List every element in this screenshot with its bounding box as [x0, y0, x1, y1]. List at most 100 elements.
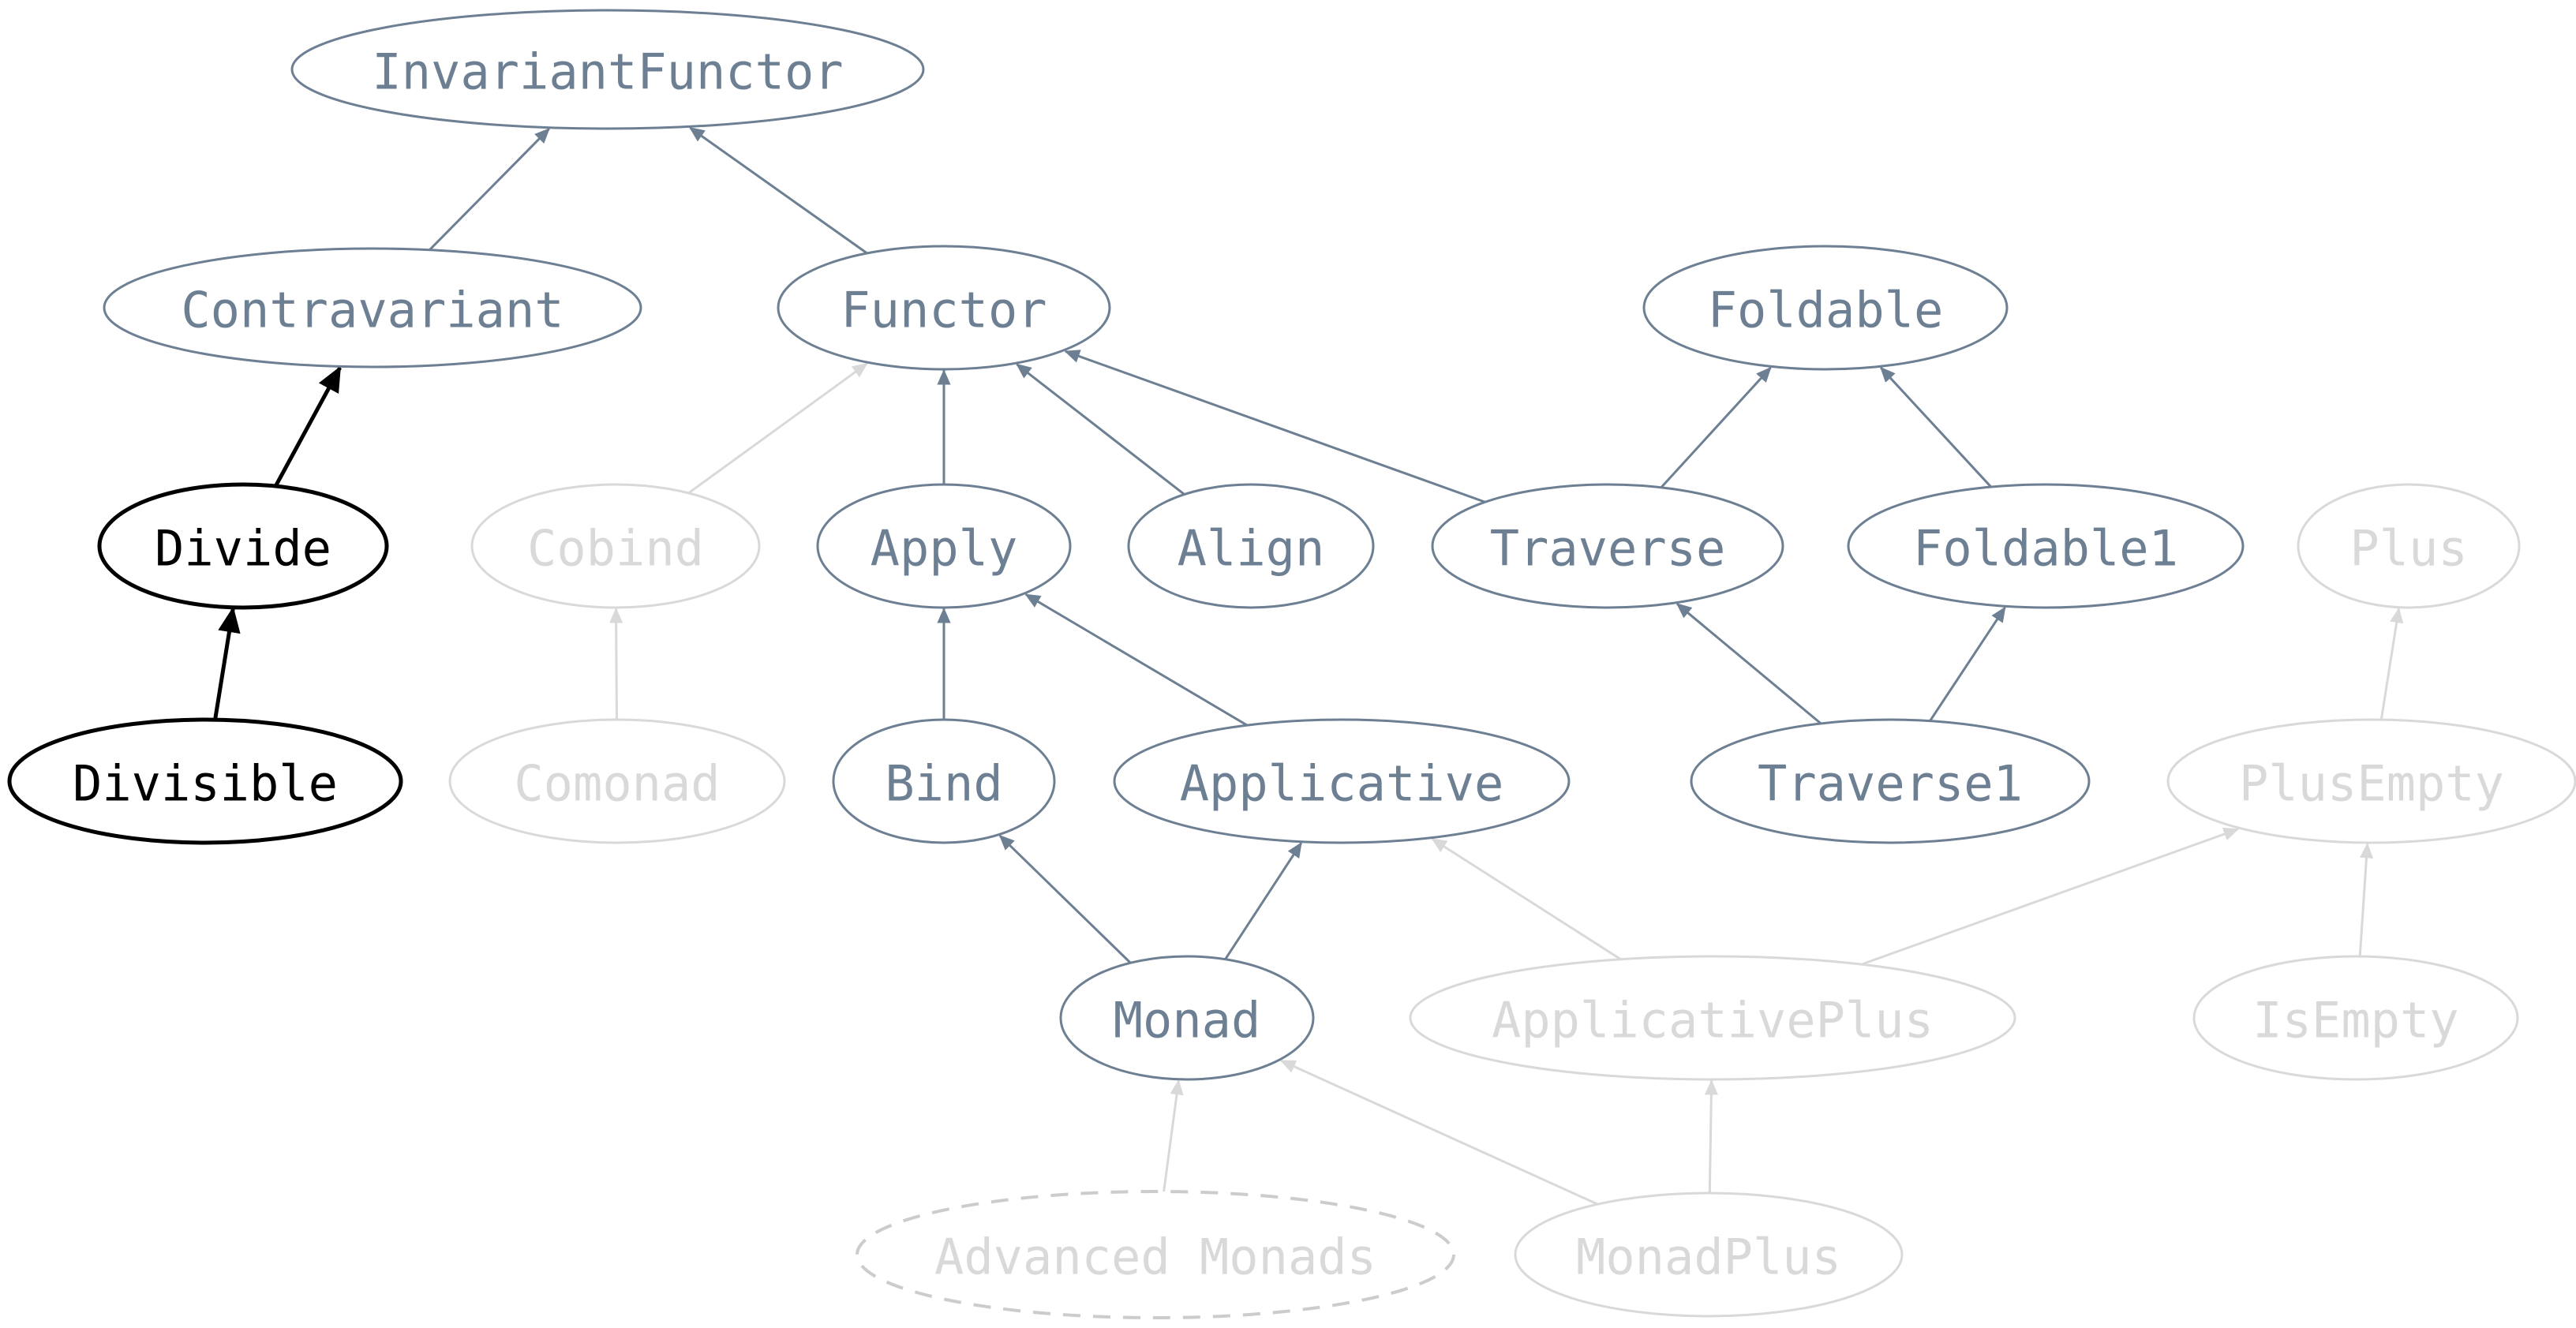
edge-arrow-icon — [213, 606, 241, 720]
node-label: Functor — [841, 282, 1046, 339]
edge-arrow-icon — [429, 128, 550, 251]
node-outline — [448, 718, 786, 844]
node-label: MonadPlus — [1576, 1229, 1841, 1286]
node-apply[interactable]: Apply — [816, 483, 1072, 609]
node-label: Contravariant — [181, 282, 564, 339]
edge-traverse-to-foldable — [1660, 366, 1772, 488]
node-label: InvariantFunctor — [372, 43, 843, 101]
edge-functor-to-invariantfunctor — [689, 126, 868, 255]
node-divide[interactable]: Divide — [97, 482, 389, 610]
edge-arrow-icon — [1929, 606, 2006, 722]
edge-arrow-icon — [687, 362, 868, 495]
edge-monad-to-bind — [998, 834, 1132, 964]
edge-arrow-icon — [1064, 350, 1486, 503]
edge-arrow-icon — [1224, 842, 1303, 960]
edge-arrow-icon — [1880, 366, 1992, 488]
node-label: Traverse1 — [1758, 755, 2023, 813]
node-outline — [1127, 483, 1375, 609]
edge-layer — [213, 126, 2404, 1206]
node-functor[interactable]: Functor — [777, 245, 1111, 371]
node-monad[interactable]: Monad — [1059, 955, 1315, 1081]
node-outline — [1690, 718, 2091, 844]
edge-arrow-icon — [998, 834, 1132, 964]
node-outline — [1409, 955, 2016, 1081]
node-label: Plus — [2349, 520, 2467, 578]
node-outline — [1059, 955, 1315, 1081]
node-label: Cobind — [527, 520, 704, 578]
node-label: Align — [1178, 520, 1325, 578]
edge-monad-to-applicative — [1224, 842, 1303, 960]
edge-arrow-icon — [609, 607, 623, 720]
node-outline — [1642, 245, 2009, 371]
node-outline — [103, 247, 642, 368]
edge-arrow-icon — [1676, 603, 1822, 725]
node-plusempty[interactable]: PlusEmpty — [2166, 718, 2576, 844]
edge-arrow-icon — [1280, 1059, 1598, 1206]
node-label: Foldable — [1708, 282, 1944, 339]
node-traverse[interactable]: Traverse — [1431, 483, 1784, 609]
node-outline — [777, 245, 1111, 371]
node-label: Traverse — [1490, 520, 1726, 578]
node-divisible[interactable]: Divisible — [7, 717, 403, 845]
node-outline — [816, 483, 1072, 609]
node-isempty[interactable]: IsEmpty — [2192, 955, 2519, 1081]
node-outline — [832, 718, 1056, 844]
node-applicativeplus[interactable]: ApplicativePlus — [1409, 955, 2016, 1081]
node-label: Monad — [1114, 992, 1261, 1049]
node-comonad[interactable]: Comonad — [448, 718, 786, 844]
edge-applicativeplus-to-plusempty — [1861, 827, 2240, 966]
node-outline — [2166, 718, 2576, 844]
node-outline — [856, 1190, 1455, 1319]
edge-plusempty-to-plus — [2379, 607, 2404, 720]
edge-arrow-icon — [1431, 837, 1622, 960]
edge-arrow-icon — [2379, 607, 2404, 720]
edge-traverse1-to-traverse — [1676, 603, 1822, 725]
edge-applicativeplus-to-applicative — [1431, 837, 1622, 960]
node-bind[interactable]: Bind — [832, 718, 1056, 844]
node-outline — [1514, 1191, 1904, 1318]
node-label: Applicative — [1180, 755, 1504, 813]
edge-divide-to-contravariant — [274, 365, 342, 488]
node-label: Bind — [885, 755, 1002, 813]
edge-advancedmonads-to-monad — [1163, 1079, 1184, 1192]
node-label: Advanced Monads — [934, 1229, 1376, 1286]
node-advancedmonads[interactable]: Advanced Monads — [856, 1190, 1455, 1319]
node-align[interactable]: Align — [1127, 483, 1375, 609]
edge-foldable1-to-foldable — [1880, 366, 1992, 488]
edge-cobind-to-functor — [687, 362, 868, 495]
edge-arrow-icon — [274, 365, 342, 488]
node-traverse1[interactable]: Traverse1 — [1690, 718, 2091, 844]
node-applicative[interactable]: Applicative — [1113, 718, 1571, 844]
node-label: Apply — [871, 520, 1018, 578]
edge-monadplus-to-monad — [1280, 1059, 1598, 1206]
edge-applicative-to-apply — [1024, 593, 1248, 727]
node-contravariant[interactable]: Contravariant — [103, 247, 642, 368]
node-label: Divisible — [73, 755, 338, 813]
node-cobind[interactable]: Cobind — [470, 483, 761, 609]
edge-arrow-icon — [1163, 1079, 1184, 1192]
edge-arrow-icon — [1704, 1079, 1718, 1194]
edge-traverse-to-functor — [1064, 350, 1486, 503]
node-invariantfunctor[interactable]: InvariantFunctor — [290, 9, 925, 130]
edge-contravariant-to-invariantfunctor — [429, 128, 550, 251]
node-label: IsEmpty — [2252, 992, 2458, 1049]
node-label: Divide — [155, 520, 331, 578]
edge-arrow-icon — [689, 126, 868, 255]
node-foldable1[interactable]: Foldable1 — [1847, 483, 2245, 609]
node-label: ApplicativePlus — [1492, 992, 1934, 1049]
node-monadplus[interactable]: MonadPlus — [1514, 1191, 1904, 1318]
node-outline — [1113, 718, 1571, 844]
edge-divisible-to-divide — [213, 606, 241, 720]
edge-arrow-icon — [1660, 366, 1772, 488]
node-outline — [2297, 483, 2521, 609]
node-label: PlusEmpty — [2239, 755, 2504, 813]
node-outline — [97, 482, 389, 610]
node-outline — [470, 483, 761, 609]
node-foldable[interactable]: Foldable — [1642, 245, 2009, 371]
node-plus[interactable]: Plus — [2297, 483, 2521, 609]
edge-traverse1-to-foldable1 — [1929, 606, 2006, 722]
node-outline — [2192, 955, 2519, 1081]
node-outline — [1847, 483, 2245, 609]
